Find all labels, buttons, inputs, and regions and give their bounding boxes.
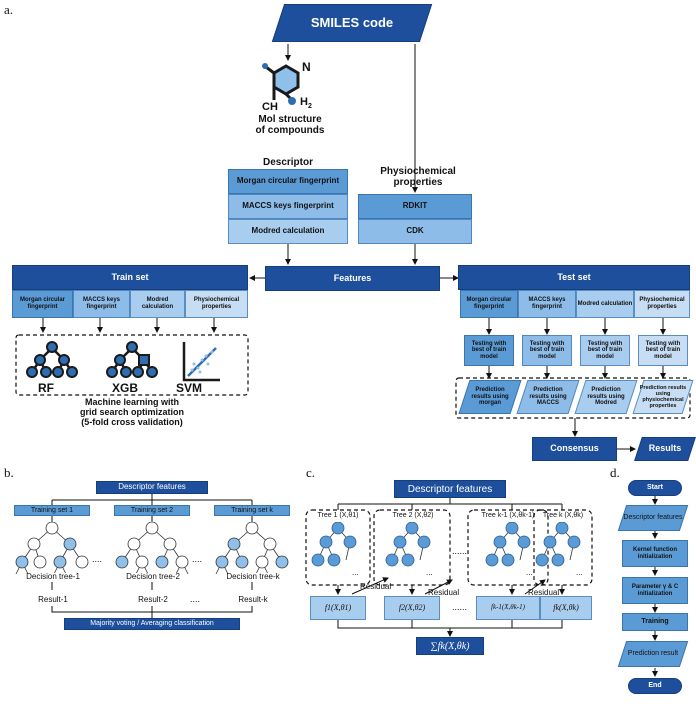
test-modred: Modred calculation <box>576 290 634 318</box>
c-tree-1-label: Tree 1 (X,θ1) <box>317 512 359 519</box>
d-kernel-init: Kernel function initialization <box>622 540 688 567</box>
descriptor-morgan: Morgan circular fingerprint <box>228 169 348 194</box>
train-set-box: Train set <box>12 265 248 290</box>
c-ellipsis-funcs: ...... <box>452 602 468 612</box>
c-treek1-ellipsis: ... <box>526 568 533 577</box>
physio-rdkit: RDKIT <box>358 194 472 219</box>
mol-CH-label: CH <box>262 101 278 113</box>
d-prediction-result: Prediction result <box>617 641 689 667</box>
b-training-set-k: Training set k <box>214 505 290 516</box>
smiles-code-label: SMILES code <box>310 14 394 30</box>
test-maccs: MACCS keys fingerprint <box>518 290 576 318</box>
mol-N-label: N <box>302 60 311 74</box>
b-decision-tree-2: Decision tree-2 <box>122 572 184 582</box>
b-result-1: Result-1 <box>38 595 68 604</box>
b-descriptor-features: Descriptor features <box>96 481 208 494</box>
ml-model-icons <box>26 341 220 382</box>
d-training: Training <box>622 613 688 631</box>
prediction-maccs: Prediction results using MACCS <box>516 380 580 414</box>
model-xgb: XGB <box>112 381 139 395</box>
panel-label-c: c. <box>306 465 316 480</box>
b-training-set-2: Training set 2 <box>114 505 190 516</box>
descriptor-maccs: MACCS keys fingerprint <box>228 194 348 219</box>
c-tree-icons <box>311 522 581 567</box>
physio-title: Physiochemical properties <box>380 166 456 188</box>
c-treek-ellipsis: ... <box>576 568 583 577</box>
b-decision-tree-1: Decision tree-1 <box>22 572 84 582</box>
b-training-set-1: Training set 1 <box>14 505 90 516</box>
c-residual-3: Residual <box>528 588 560 597</box>
panel-label-a: a. <box>4 2 14 17</box>
prediction-physio: Prediction results using physiochemical … <box>632 380 694 414</box>
c-f2: f2(X,θ2) <box>384 596 440 620</box>
b-decision-tree-k: Decision tree-k <box>222 572 284 582</box>
testing-physio: Testing with best of train model <box>638 335 688 366</box>
results-box: Results <box>634 437 696 461</box>
d-start: Start <box>628 480 682 496</box>
smiles-code-box: SMILES code <box>271 4 433 42</box>
c-residual-2: Residual <box>428 588 460 597</box>
molecule-icon <box>262 63 300 105</box>
b-result-2: Result-2 <box>138 595 168 604</box>
train-physio: Physiochemical properties <box>185 290 248 318</box>
testing-morgan: Testing with best of train model <box>464 335 514 366</box>
testing-modred: Testing with best of train model <box>580 335 630 366</box>
consensus-box: Consensus <box>532 437 617 461</box>
c-sum-box: ∑fk(X,θk) <box>416 637 484 655</box>
b-ellipsis-1: .... <box>92 554 103 564</box>
b-result-k: Result-k <box>238 595 268 604</box>
d-parameter-init: Parameter γ & C initialization <box>622 577 688 604</box>
panel-label-d: d. <box>610 465 620 480</box>
c-tree-k-label: Tree k (X,θk) <box>542 512 584 519</box>
mol-H2-label: H2 <box>300 96 312 111</box>
prediction-morgan: Prediction results using morgan <box>458 380 522 414</box>
b-ellipsis-3: .... <box>190 594 201 604</box>
c-tree-k-1-label: Tree k-1 (X,θk-1) <box>481 512 535 519</box>
c-tree1-ellipsis: ... <box>352 568 359 577</box>
b-majority-voting: Majority voting / Averaging classificati… <box>64 618 240 630</box>
train-morgan: Morgan circular fingerprint <box>12 290 73 318</box>
d-end: End <box>628 678 682 694</box>
b-ellipsis-2: .... <box>192 554 203 564</box>
model-rf: RF <box>38 381 54 395</box>
c-fk-1: fk-1(X,θk-1) <box>476 596 540 620</box>
c-fk: fk(X,θk) <box>540 596 592 620</box>
c-descriptor-features: Descriptor features <box>394 480 506 498</box>
descriptor-title: Descriptor <box>262 157 313 168</box>
c-f1: f1(X,θ1) <box>310 596 366 620</box>
train-modred: Modred calculation <box>130 290 185 318</box>
c-tree2-ellipsis: ... <box>426 568 433 577</box>
panel-label-b: b. <box>4 465 14 480</box>
d-descriptor-features: Descriptor features <box>617 505 689 531</box>
test-set-box: Test set <box>458 265 690 290</box>
model-svm: SVM <box>176 381 203 395</box>
testing-maccs: Testing with best of train model <box>522 335 572 366</box>
descriptor-modred: Modred calculation <box>228 219 348 244</box>
ml-caption: Machine learning with grid search optimi… <box>79 397 184 427</box>
prediction-modred: Prediction results using Modred <box>574 380 638 414</box>
c-ellipsis-trees: ...... <box>452 546 468 556</box>
c-residual-1: Residual <box>360 582 392 591</box>
b-decision-tree-icons <box>15 522 289 575</box>
features-box: Features <box>265 266 440 291</box>
test-morgan: Morgan circular fingerprint <box>460 290 518 318</box>
test-physio: Physiochemical properties <box>634 290 690 318</box>
mol-structure-caption: Mol structure of compounds <box>255 114 325 136</box>
c-tree-2-label: Tree 2 (X,θ2) <box>392 512 434 519</box>
train-maccs: MACCS keys fingerprint <box>73 290 130 318</box>
physio-cdk: CDK <box>358 219 472 244</box>
